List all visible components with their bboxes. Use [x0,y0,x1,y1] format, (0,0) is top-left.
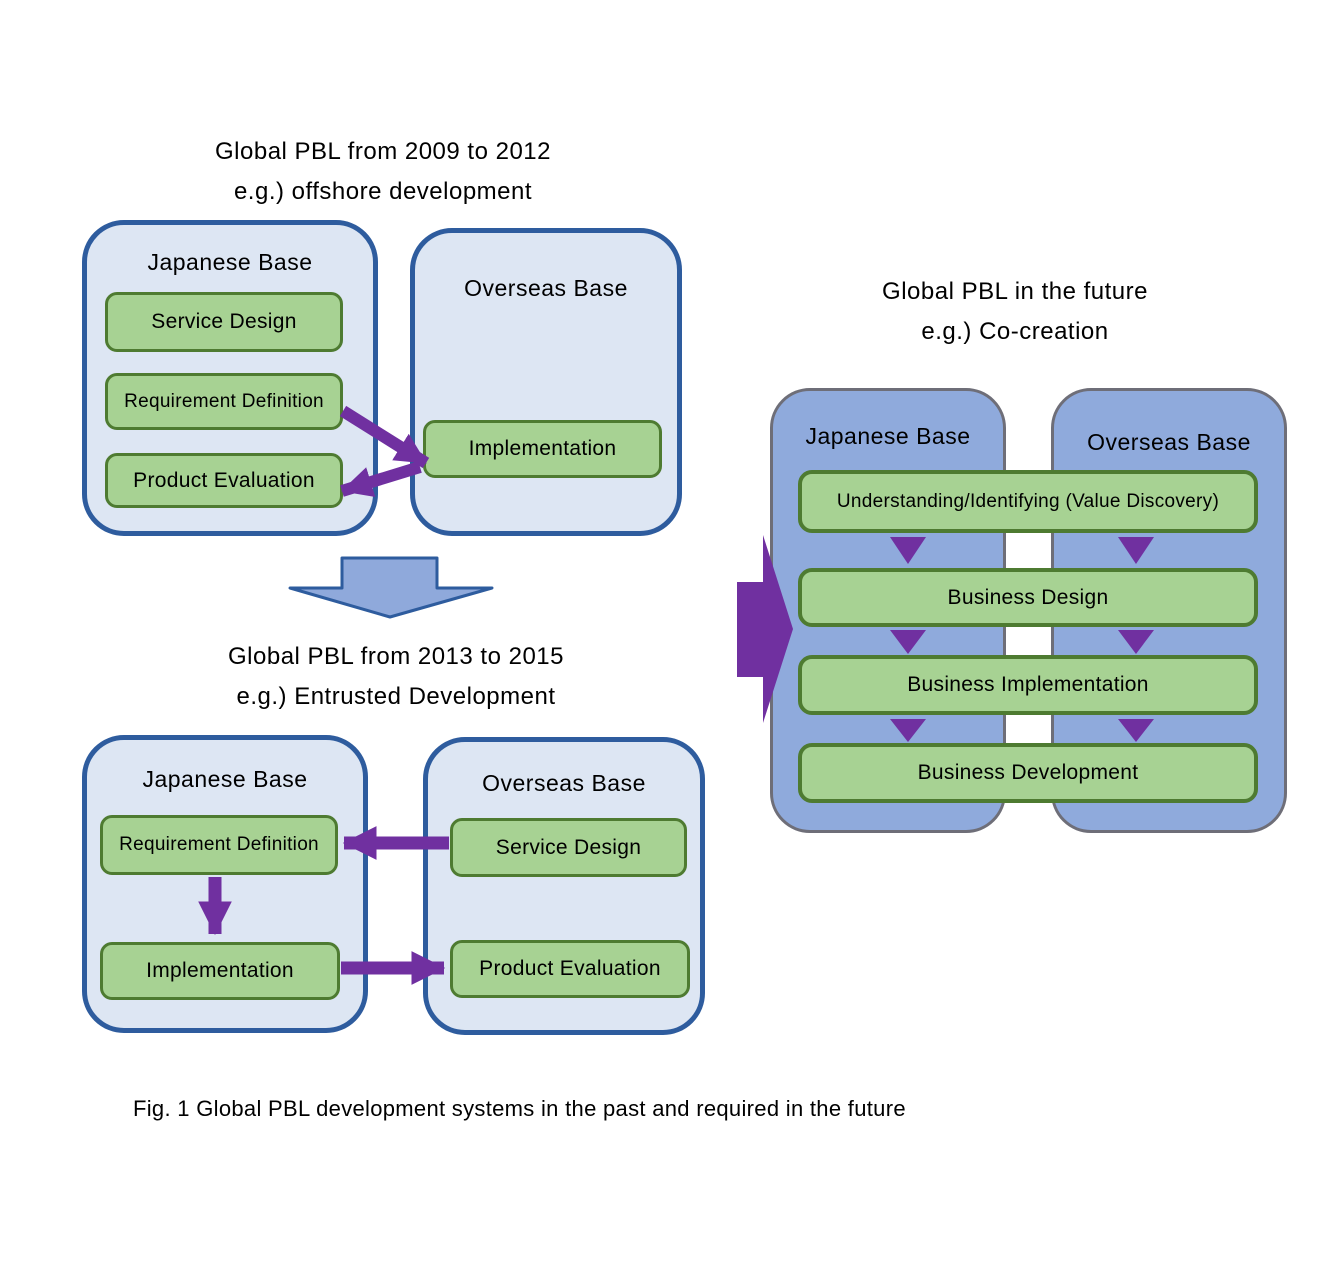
panel-overseas-base-future-label: Overseas Base [1087,429,1251,455]
title-2013: Global PBL from 2013 to 2015 e.g.) Entru… [146,637,646,717]
panel-japanese-base-2009: Japanese Base Service Design Requirement… [82,220,378,536]
title-2013-line2: e.g.) Entrusted Development [236,683,556,710]
box-understanding-identifying: Understanding/Identifying (Value Discove… [798,470,1258,533]
panel-japanese-base-2013-label: Japanese Base [142,766,308,792]
box-product-evaluation-2009: Product Evaluation [105,453,343,508]
title-future: Global PBL in the future e.g.) Co-creati… [765,272,1265,352]
title-future-line2: e.g.) Co-creation [921,318,1109,345]
panel-overseas-base-2009-label: Overseas Base [464,275,628,301]
title-future-line1: Global PBL in the future [882,278,1148,305]
box-business-design: Business Design [798,568,1258,627]
box-service-design-2009: Service Design [105,292,343,352]
box-business-implementation: Business Implementation [798,655,1258,715]
panel-overseas-base-2013-label: Overseas Base [482,770,646,796]
panel-japanese-base-2013: Japanese Base Requirement Definition Imp… [82,735,368,1033]
title-2013-line1: Global PBL from 2013 to 2015 [228,643,564,670]
panel-overseas-base-2009: Overseas Base Implementation [410,228,682,536]
box-implementation-2013: Implementation [100,942,340,1000]
box-business-development: Business Development [798,743,1258,803]
down-arrow-transition [288,556,494,619]
box-product-evaluation-2013: Product Evaluation [450,940,690,998]
title-2009-line2: e.g.) offshore development [233,178,533,205]
panel-overseas-base-2013: Overseas Base Service Design Product Eva… [423,737,705,1035]
box-service-design-2013: Service Design [450,818,687,877]
panel-japanese-base-2009-label: Japanese Base [147,249,313,275]
panel-japanese-base-future-label: Japanese Base [805,423,971,449]
title-2009: Global PBL from 2009 to 2012 e.g.) offsh… [133,132,633,212]
box-requirement-definition-2013: Requirement Definition [100,815,338,875]
title-2009-line1: Global PBL from 2009 to 2012 [215,138,551,165]
figure-caption: Fig. 1 Global PBL development systems in… [133,1096,906,1121]
box-implementation-2009: Implementation [423,420,662,478]
box-requirement-definition-2009: Requirement Definition [105,373,343,430]
